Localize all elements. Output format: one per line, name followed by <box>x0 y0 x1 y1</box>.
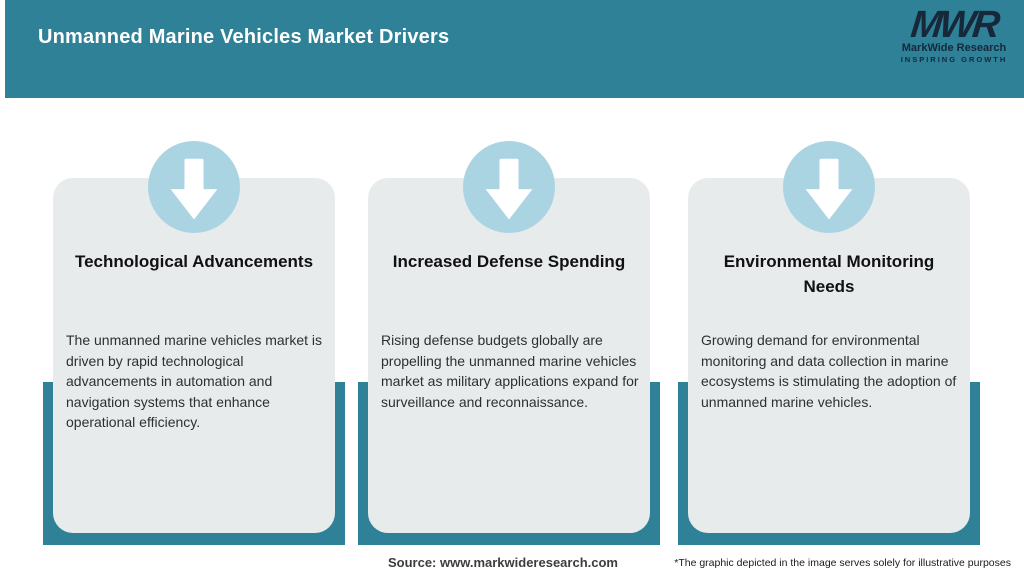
card-title: Technological Advancements <box>74 252 314 271</box>
card-title: Increased Defense Spending <box>392 252 626 271</box>
card: Environmental Monitoring Needs Growing d… <box>688 178 970 533</box>
driver-card-environmental-monitoring-needs: Environmental Monitoring Needs Growing d… <box>678 141 980 545</box>
arrow-down-icon <box>148 141 240 233</box>
card-title: Environmental Monitoring Needs <box>723 252 935 296</box>
card-body: Growing demand for environmental monitor… <box>701 332 957 410</box>
disclaimer-text: *The graphic depicted in the image serve… <box>674 557 1011 569</box>
driver-card-technological-advancements: Technological Advancements The unmanned … <box>43 141 345 545</box>
header-bar: Unmanned Marine Vehicles Market Drivers … <box>5 0 1024 98</box>
logo-tagline: INSPIRING GROWTH <box>900 55 1008 64</box>
logo-monogram: MWR <box>908 4 1000 46</box>
card-body: Rising defense budgets globally are prop… <box>381 332 639 410</box>
page-title: Unmanned Marine Vehicles Market Drivers <box>38 26 450 48</box>
card-body: The unmanned marine vehicles market is d… <box>66 332 323 430</box>
arrow-down-icon <box>783 141 875 233</box>
source-text: Source: www.markwideresearch.com <box>387 555 618 570</box>
card: Technological Advancements The unmanned … <box>53 178 335 533</box>
driver-card-increased-defense-spending: Increased Defense Spending Rising defens… <box>358 141 660 545</box>
brand-logo: MWR MarkWide Research INSPIRING GROWTH <box>894 4 1014 64</box>
logo-name: MarkWide Research <box>901 42 1007 54</box>
arrow-down-icon <box>463 141 555 233</box>
card: Increased Defense Spending Rising defens… <box>368 178 650 533</box>
